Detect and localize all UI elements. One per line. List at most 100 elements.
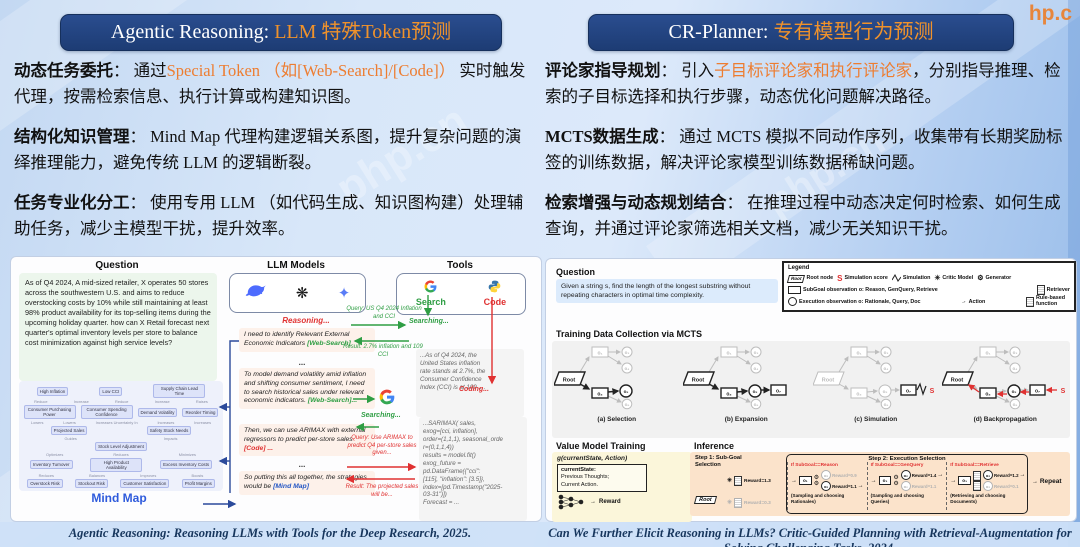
svg-text:o₇: o₇ bbox=[906, 389, 911, 395]
question-header: Question bbox=[556, 267, 596, 277]
agentic-reasoning-figure: Question LLM Models Tools As of Q4 2024,… bbox=[10, 256, 542, 522]
result1-label: Result: 2.7% inflation and 109 CCI bbox=[343, 344, 423, 358]
legend-retriever: Retriever bbox=[1036, 284, 1070, 295]
subgoal-reward-selected: ✳Reward=1.3 bbox=[727, 476, 771, 486]
question-header: Question bbox=[95, 260, 139, 271]
arrow-icon: → bbox=[590, 498, 596, 505]
right-title-text: CR-Planner: bbox=[668, 21, 774, 43]
paragraph-structured-knowledge: 结构化知识管理： Mind Map 代理构建逻辑关系图，提升复杂问题的演绎推理能… bbox=[14, 127, 522, 172]
mindmap-edge-label: Balances bbox=[89, 472, 106, 478]
mindmap-edge-label: Reduces bbox=[38, 472, 54, 478]
critic-model-icon: ✳ bbox=[934, 274, 941, 282]
llm-models-header: LLM Models bbox=[267, 260, 325, 271]
mindmap-node: Overstock Risk bbox=[27, 478, 63, 488]
tools-header: Tools bbox=[447, 260, 473, 271]
svg-text:Root: Root bbox=[562, 378, 575, 384]
svg-text:o₁: o₁ bbox=[986, 351, 991, 357]
question-text: As of Q4 2024, A mid-sized retailer, X o… bbox=[19, 273, 217, 381]
thought-web-search-1: I need to identify Relevant External Eco… bbox=[239, 328, 375, 352]
step2-title: Step 2: Execution Selection bbox=[868, 456, 946, 462]
mindmap-node: Consumer Spending Confidence bbox=[80, 405, 133, 420]
mindmap-node: Consumer Purchasing Power bbox=[23, 405, 76, 420]
legend-action: →Action bbox=[960, 298, 986, 306]
arrow-icon: → bbox=[937, 472, 944, 479]
inference-header: Inference bbox=[694, 441, 735, 451]
retriever-icon bbox=[1036, 284, 1045, 295]
svg-text:o₄: o₄ bbox=[624, 366, 629, 371]
rule-based-icon bbox=[1026, 296, 1034, 307]
generator-icons: ⚙⚙ bbox=[893, 474, 899, 487]
reward-row: → Reward bbox=[557, 494, 687, 510]
retriever-icons bbox=[973, 470, 981, 491]
svg-text:o₃: o₃ bbox=[1013, 350, 1018, 355]
arrow-icon: → bbox=[1032, 479, 1038, 485]
panel-note: (Retrieving and choosing Documents) bbox=[950, 493, 1006, 504]
rule-based-icon bbox=[734, 476, 743, 486]
coding-label: Coding... bbox=[459, 386, 489, 393]
mindmap-edge-label: Raises bbox=[195, 399, 208, 405]
google-icon bbox=[424, 280, 437, 298]
mindmap-edge-label: Increases bbox=[194, 420, 212, 426]
execution-circle-icon bbox=[788, 297, 797, 307]
simulation-zigzag-icon bbox=[891, 274, 901, 283]
mindmap-edge-label: Impacts bbox=[163, 436, 178, 441]
svg-text:o₄: o₄ bbox=[754, 366, 759, 371]
svg-text:o₅: o₅ bbox=[753, 389, 758, 394]
retriever-icon bbox=[973, 480, 981, 491]
mindmap-node: Excess Inventory Costs bbox=[160, 460, 213, 470]
root-node-icon: Root bbox=[786, 274, 806, 283]
mindmap-edge-label: Increase bbox=[73, 399, 89, 405]
paragraph-lead: 检索增强与动态规划结合 bbox=[545, 193, 727, 213]
right-figure-caption: Can We Further Elicit Reasoning in LLMs?… bbox=[548, 526, 1072, 547]
step1-label: Step 1: Sub-Goal Selection bbox=[695, 455, 742, 468]
legend-execution: Execution observation o: Rationale, Quer… bbox=[788, 297, 921, 307]
ellipsis: ... bbox=[298, 358, 306, 367]
mindmap-edge-label: Lowers bbox=[30, 420, 44, 426]
mindmap-node: Supply Chain Lead Time bbox=[153, 384, 206, 399]
paragraph-dynamic-delegation: 动态任务委托： 通过Special Token （如[Web-Search]/[… bbox=[14, 61, 526, 106]
generator-icon: ⚙ bbox=[977, 274, 984, 282]
thought-web-search-2: To model demand volatility amid inflatio… bbox=[239, 368, 375, 410]
web-search-tag: [Web-Search] bbox=[307, 339, 351, 347]
watermark-corner: hp.c bbox=[1028, 2, 1072, 25]
svg-text:o₁: o₁ bbox=[727, 351, 732, 357]
panel-note: (Sampling and choosing Rationales) bbox=[791, 493, 845, 504]
paragraph-mcts-data: MCTS数据生成： 通过 MCTS 模拟不同动作序列，收集带有长期奖励标签的训练… bbox=[545, 127, 1063, 172]
svg-text:o₄: o₄ bbox=[883, 366, 888, 371]
svg-text:o₃: o₃ bbox=[754, 350, 759, 355]
mindmap-node: Low CCI bbox=[99, 386, 123, 396]
mindmap-edge-label: Increase bbox=[154, 399, 170, 405]
legend-rule: Rule-based function bbox=[1026, 295, 1070, 307]
legend-simulation: Simulation bbox=[891, 274, 930, 283]
mindmap-edge-label: Minimizes bbox=[178, 451, 196, 457]
legend-critic: ✳Critic Model bbox=[934, 274, 974, 282]
repeat-label: → Repeat bbox=[1032, 478, 1062, 485]
svg-text:o₇: o₇ bbox=[1035, 389, 1040, 395]
arrow-icon: → bbox=[1019, 472, 1026, 479]
value-function-label: g(currentState, Action) bbox=[557, 455, 628, 462]
arrow-icon: → bbox=[950, 477, 957, 484]
rule-based-icon bbox=[734, 498, 743, 508]
left-figure-caption: Agentic Reasoning: Reasoning LLMs with T… bbox=[68, 526, 472, 540]
reward-label: Reward bbox=[599, 498, 621, 505]
paragraph-lead: 动态任务委托 bbox=[14, 61, 113, 80]
value-network-icon bbox=[558, 494, 584, 510]
arrow-icon: → bbox=[870, 477, 877, 484]
mindmap-node: Profit Margins bbox=[181, 478, 215, 488]
mindmap-node: Stockout Risk bbox=[75, 478, 108, 488]
svg-text:Root: Root bbox=[821, 378, 834, 384]
caption-strip bbox=[0, 522, 1080, 547]
legend-subgoal: SubGoal observation o: Reason, GenQuery,… bbox=[788, 285, 938, 294]
svg-text:o₅: o₅ bbox=[882, 389, 887, 394]
